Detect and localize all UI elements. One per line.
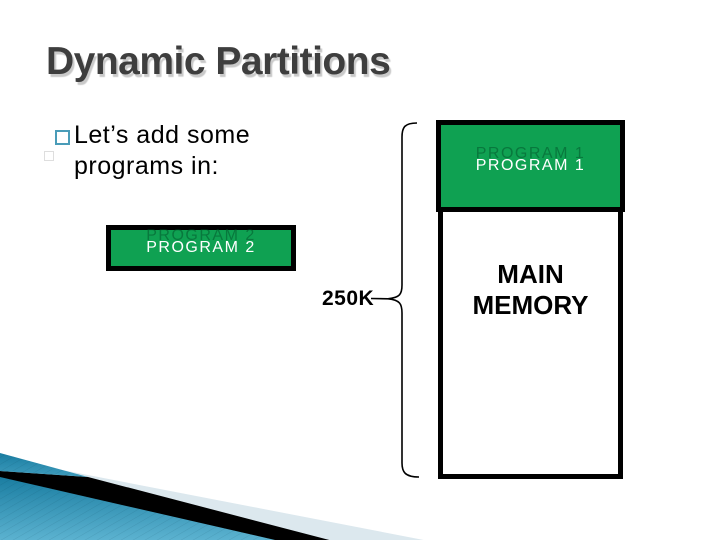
main-memory-label-line2: MEMORY	[472, 290, 589, 320]
teal-main-triangle	[0, 477, 276, 540]
main-memory-label: MAIN MEMORY	[438, 259, 623, 321]
page-title: Dynamic Partitions	[46, 40, 391, 83]
square-bullet-icon	[55, 130, 70, 145]
size-label-250k: 250K	[322, 287, 375, 310]
program1-label: PROGRAM 1	[475, 157, 586, 174]
main-memory-label-line1: MAIN	[497, 259, 564, 289]
black-triangle	[0, 471, 330, 540]
program2-box: PROGRAM 2	[106, 225, 296, 271]
teal-main-triangle-texture	[0, 477, 276, 540]
program2-label: PROGRAM 2	[146, 239, 256, 256]
teal-sliver-triangle	[0, 453, 88, 477]
brace-path	[387, 122, 420, 478]
program1-box: PROGRAM 1	[436, 120, 625, 212]
pale-triangle	[0, 458, 424, 540]
teal-sliver-texture	[0, 453, 88, 477]
ghost-sub-bullet-icon	[44, 151, 54, 161]
bullet-text: Let’s add some programs in:	[74, 121, 251, 180]
